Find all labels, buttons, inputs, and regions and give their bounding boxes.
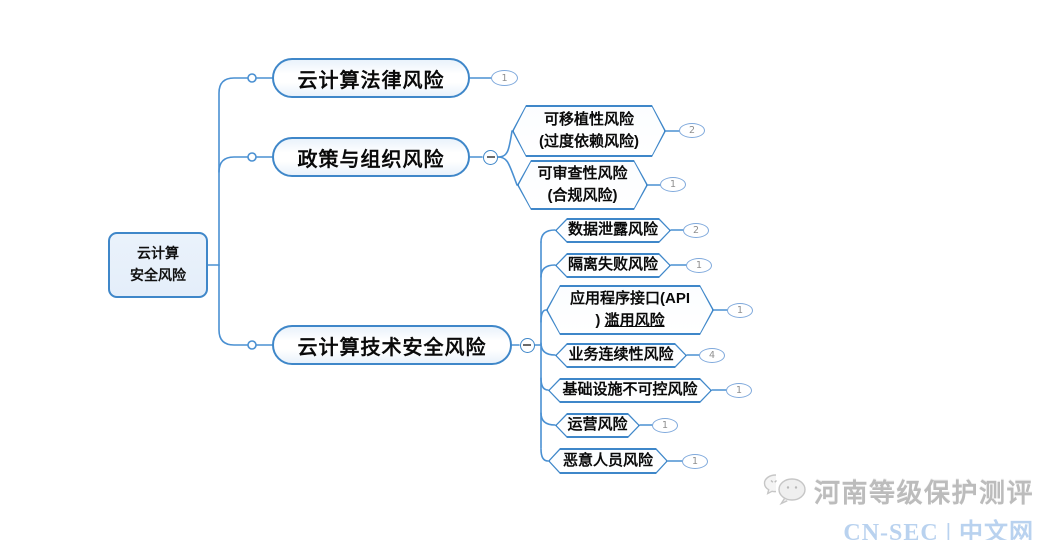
api-abuse-underlined-text: 滥用风险	[604, 312, 665, 329]
watermark-brand-text: 河南等级保护测评	[813, 478, 1034, 508]
connector-tech-child6	[540, 412, 556, 426]
connector-trunk-up	[218, 77, 273, 266]
branch-node-technical-risk[interactable]: 云计算技术安全风险	[272, 325, 512, 365]
badge-data-leak-count[interactable]: 2	[683, 223, 709, 238]
branch-node-policy-org-risk[interactable]: 政策与组织风险	[272, 137, 470, 177]
child-node-portability-risk[interactable]: 可移植性风险 (过度依赖风险)	[512, 105, 666, 157]
branch-label: 政策与组织风险	[297, 148, 445, 171]
badge-api-count[interactable]: 1	[727, 303, 753, 318]
connector-policy-child2	[497, 156, 518, 186]
child-node-data-leak-risk[interactable]: 数据泄露风险	[555, 218, 671, 243]
child-node-isolation-failure-risk[interactable]: 隔离失败风险	[555, 253, 671, 278]
badge-isolation-count[interactable]: 1	[686, 258, 712, 273]
badge-legal-count[interactable]: 1	[491, 70, 518, 86]
connector-policy-child1	[497, 130, 513, 158]
node-label-line1: 可审查性风险	[537, 164, 628, 182]
junction-dot	[247, 73, 257, 83]
connector-tech-child5	[540, 377, 549, 391]
connector-branch-policy	[218, 156, 273, 173]
node-label-line2: (合规风险)	[547, 187, 618, 204]
root-label-line2: 安全风险	[130, 267, 186, 283]
badge-operation-count[interactable]: 1	[652, 418, 678, 433]
child-node-malicious-insider-risk[interactable]: 恶意人员风险	[548, 448, 668, 474]
connector-tech-child2	[540, 264, 556, 278]
badge-infrastructure-count[interactable]: 1	[726, 383, 752, 398]
node-label: 隔离失败风险	[567, 256, 658, 274]
watermark: 河南等级保护测评 CN-SEC | 中文网	[762, 472, 1034, 540]
node-label-line2: (过度依赖风险)	[539, 133, 639, 150]
node-label: 运营风险	[567, 416, 628, 434]
node-label-line1: 应用程序接口(API	[569, 289, 690, 307]
node-label: 恶意人员风险	[562, 451, 653, 469]
watermark-site-text: CN-SEC | 中文网	[843, 520, 1034, 540]
child-node-api-abuse-risk[interactable]: 应用程序接口(API ) 滥用风险	[546, 285, 714, 335]
node-label-line2: ) 滥用风险	[595, 312, 665, 329]
junction-dot	[247, 152, 257, 162]
child-node-operation-risk[interactable]: 运营风险	[555, 413, 640, 438]
collapse-minus-icon-technical[interactable]	[519, 337, 535, 353]
wechat-bubbles-icon	[762, 472, 808, 511]
branch-label: 云计算技术安全风险	[297, 336, 487, 359]
child-node-auditability-risk[interactable]: 可审查性风险 (合规风险)	[517, 160, 648, 210]
root-label-line1: 云计算	[137, 245, 179, 262]
badge-insider-count[interactable]: 1	[682, 454, 708, 469]
connector-tech-child4	[540, 342, 556, 356]
badge-auditability-count[interactable]: 1	[660, 177, 686, 192]
child-node-infrastructure-risk[interactable]: 基础设施不可控风险	[548, 378, 712, 403]
node-label-line1: 可移植性风险	[543, 110, 634, 128]
connector-tech-child1	[540, 229, 556, 243]
branch-label: 云计算法律风险	[297, 69, 445, 92]
root-node-cloud-security-risk[interactable]: 云计算 安全风险	[108, 232, 208, 298]
child-node-business-continuity-risk[interactable]: 业务连续性风险	[555, 343, 687, 368]
connector-tech-child7	[540, 448, 549, 462]
collapse-minus-icon-policy[interactable]	[483, 149, 498, 165]
connector-trunk-down	[218, 264, 273, 346]
node-label: 业务连续性风险	[568, 346, 674, 364]
branch-node-legal-risk[interactable]: 云计算法律风险	[272, 58, 470, 98]
badge-continuity-count[interactable]: 4	[699, 348, 725, 363]
node-label: 数据泄露风险	[567, 221, 658, 239]
badge-portability-count[interactable]: 2	[679, 123, 705, 138]
node-label: 基础设施不可控风险	[562, 381, 698, 399]
junction-dot	[247, 340, 257, 350]
